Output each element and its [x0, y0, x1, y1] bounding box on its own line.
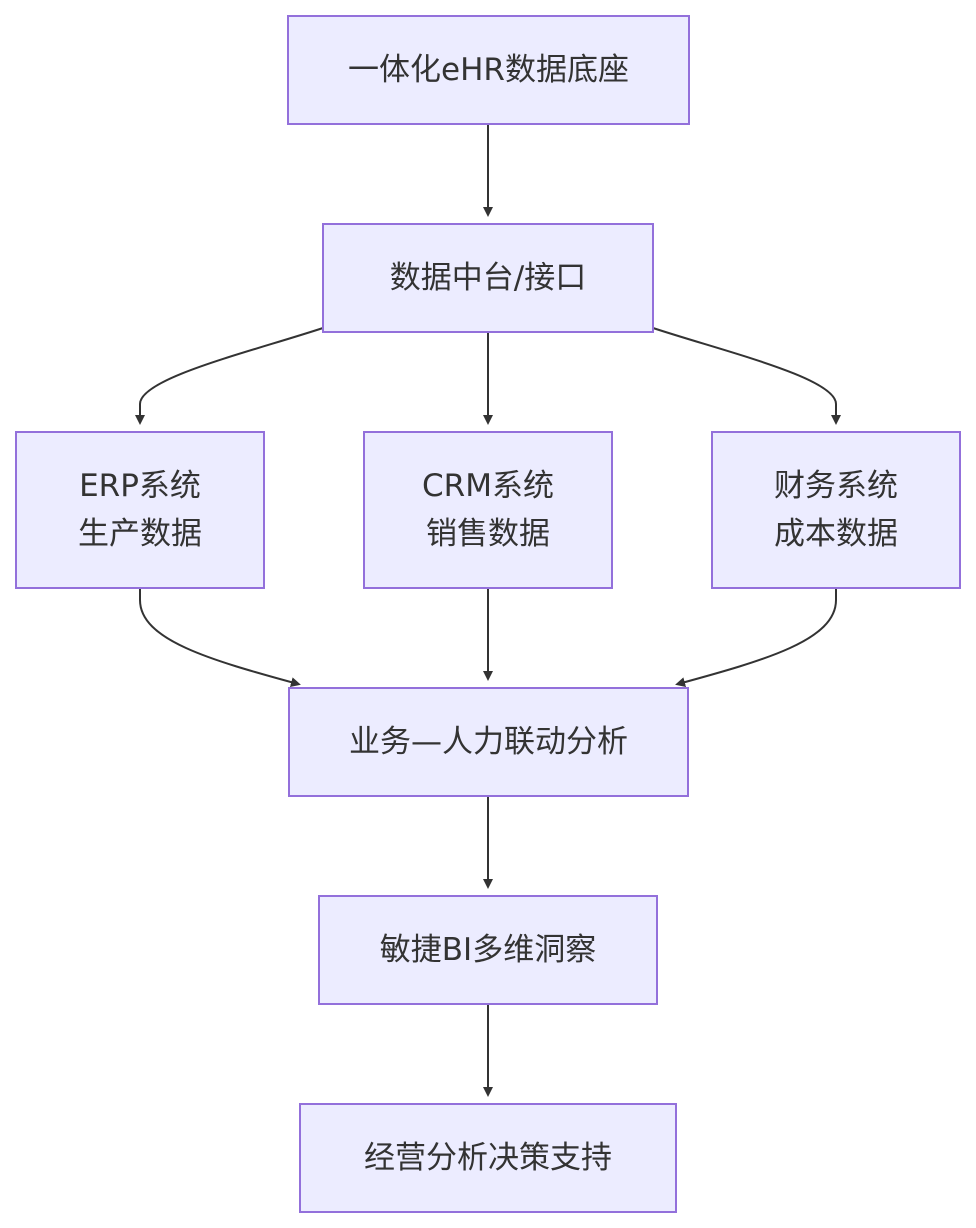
node-label-line-2: 成本数据 — [774, 516, 898, 552]
node-business-hr-analysis: 业务—人力联动分析 — [288, 687, 689, 797]
edge-erp-to-analysis — [139, 589, 301, 687]
node-label-line-1: CRM系统 — [422, 468, 554, 504]
node-decision-support: 经营分析决策支持 — [299, 1103, 677, 1213]
node-label: 经营分析决策支持 — [364, 1140, 612, 1176]
node-finance-system: 财务系统 成本数据 — [711, 431, 961, 589]
node-label-line-2: 生产数据 — [78, 516, 202, 552]
node-label-line-1: ERP系统 — [79, 468, 201, 504]
node-label-line-2: 销售数据 — [426, 516, 550, 552]
edge-platform-to-erp — [135, 327, 324, 425]
node-ehr-data-base: 一体化eHR数据底座 — [287, 15, 690, 125]
node-label: 敏捷BI多维洞察 — [379, 932, 597, 968]
edge-platform-to-finance — [652, 327, 841, 425]
node-data-platform: 数据中台/接口 — [322, 223, 654, 333]
node-label-line-1: 财务系统 — [774, 468, 898, 504]
node-erp-system: ERP系统 生产数据 — [15, 431, 265, 589]
node-label: 一体化eHR数据底座 — [348, 52, 629, 88]
node-agile-bi-insight: 敏捷BI多维洞察 — [318, 895, 658, 1005]
node-label: 数据中台/接口 — [389, 260, 587, 296]
node-label: 业务—人力联动分析 — [349, 724, 628, 760]
node-crm-system: CRM系统 销售数据 — [363, 431, 613, 589]
edge-finance-to-analysis — [675, 589, 837, 687]
